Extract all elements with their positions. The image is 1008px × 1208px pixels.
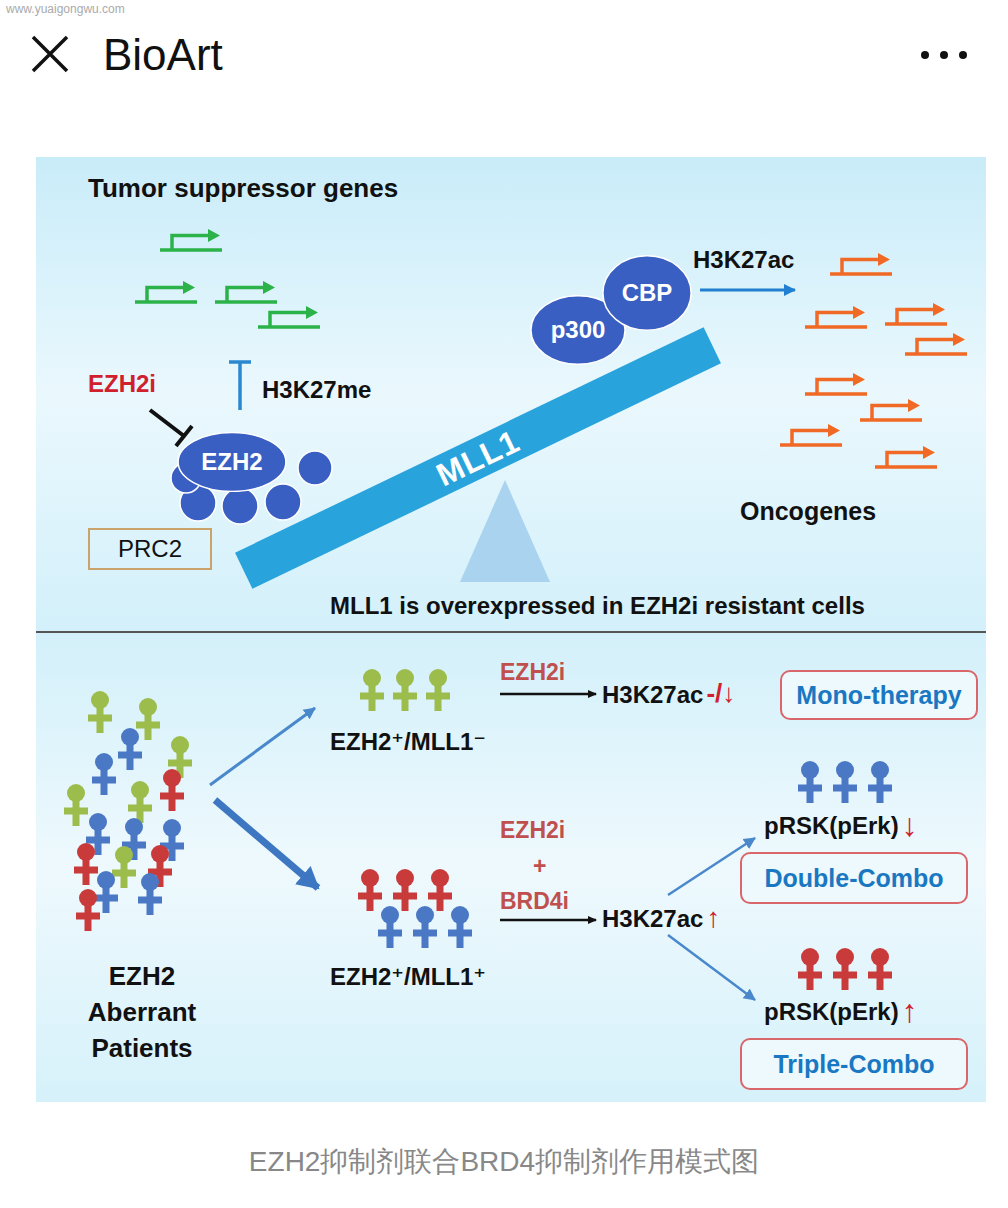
person-body: [798, 963, 822, 990]
ellipse-shape: [603, 256, 691, 330]
node-text: Triple-Combo: [773, 1050, 934, 1079]
annotation-label: ↑: [902, 993, 918, 1030]
inhibit-bar: [150, 410, 192, 446]
complex-label-box: PRC2: [88, 528, 212, 570]
gene-arrowhead: [878, 253, 890, 266]
figure-caption: EZH2抑制剂联合BRD4抑制剂作用模式图: [0, 1146, 1008, 1178]
person-body: [360, 684, 384, 711]
annotation-label: pRSK(pErk): [764, 998, 899, 1026]
person-body: [833, 963, 857, 990]
annotation-label: EZH2i: [500, 659, 565, 685]
inhibit-bar: [229, 362, 251, 410]
annotation-label: EZH2 Aberrant Patients: [72, 958, 212, 1066]
person-body: [112, 861, 136, 888]
annotation-label: H3K27ac: [602, 905, 703, 933]
gene-arrowhead: [208, 229, 220, 242]
person-body: [92, 768, 116, 795]
watermark: www.yuaigongwu.com: [6, 3, 125, 17]
person-body: [138, 888, 162, 915]
fulcrum: [460, 480, 550, 582]
bottom-panel: [36, 633, 986, 1102]
person-body: [833, 776, 857, 803]
gene-arrowhead: [908, 399, 920, 412]
person-body: [160, 784, 184, 811]
arrow: [500, 693, 596, 696]
arrow: [700, 289, 795, 292]
node-text: EZH2: [201, 448, 262, 476]
gene-arrowhead: [933, 303, 945, 316]
divider: [36, 631, 986, 633]
annotation-label: ↑: [706, 902, 720, 934]
gene-arrowhead: [953, 333, 965, 346]
annotation-label: EZH2⁺/MLL1⁻: [330, 728, 486, 756]
person-body: [358, 884, 382, 911]
protein-ellipse: CBP: [602, 255, 692, 331]
gene-arrowhead: [183, 281, 195, 294]
gene-arrowhead: [923, 446, 935, 459]
therapy-box: Double-Combo: [740, 852, 968, 904]
person-body: [74, 858, 98, 885]
annotation-label: H3K27ac: [602, 681, 703, 709]
person-body: [868, 776, 892, 803]
node-text: CBP: [622, 279, 673, 307]
page-title: BioArt: [103, 30, 223, 81]
gene-arrowhead: [306, 306, 318, 319]
person-body: [428, 884, 452, 911]
person-body: [64, 799, 88, 826]
annotation-label: +: [533, 853, 546, 879]
gene-arrowhead: [828, 424, 840, 437]
gene-arrowhead: [853, 306, 865, 319]
person-body: [136, 713, 160, 740]
therapy-box: Mono-therapy: [780, 670, 978, 720]
annotation-label: Oncogenes: [740, 497, 876, 526]
person-body: [426, 684, 450, 711]
node-text: p300: [551, 316, 606, 344]
annotation-label: EZH2i: [88, 370, 156, 398]
node-text: Mono-therapy: [796, 681, 961, 710]
person-body: [413, 921, 437, 948]
top-panel: [36, 157, 986, 632]
annotation-label: Tumor suppressor genes: [88, 174, 398, 204]
gene-arrowhead: [853, 373, 865, 386]
annotation-label: MLL1 is overexpressed in EZH2i resistant…: [330, 592, 865, 620]
more-icon: [921, 51, 967, 59]
person-body: [393, 684, 417, 711]
arrow: [215, 800, 318, 888]
person-body: [94, 886, 118, 913]
ellipse-shape: [178, 433, 286, 492]
person-body: [88, 706, 112, 733]
person-body: [76, 904, 100, 931]
arrow: [500, 919, 596, 922]
annotation-label: -/↓: [706, 679, 735, 709]
arrow: [210, 708, 315, 785]
person-body: [118, 743, 142, 770]
node-text: Double-Combo: [764, 864, 943, 893]
annotation-label: ↓: [902, 807, 918, 844]
therapy-box: Triple-Combo: [740, 1038, 968, 1090]
gene-arrowhead: [263, 281, 275, 294]
person-body: [448, 921, 472, 948]
annotation-label: pRSK(pErk): [764, 812, 899, 840]
annotation-label: H3K27me: [262, 376, 371, 404]
node-text: PRC2: [118, 535, 182, 563]
arrow: [668, 935, 755, 1000]
annotation-label: BRD4i: [500, 888, 569, 914]
annotation-label: EZH2⁺/MLL1⁺: [330, 963, 486, 991]
person-body: [393, 884, 417, 911]
enzyme-complex: EZH2: [177, 432, 287, 492]
annotation-label: H3K27ac: [693, 246, 794, 274]
person-body: [378, 921, 402, 948]
close-icon: [33, 37, 67, 71]
person-body: [868, 963, 892, 990]
annotation-label: EZH2i: [500, 817, 565, 843]
person-body: [798, 776, 822, 803]
